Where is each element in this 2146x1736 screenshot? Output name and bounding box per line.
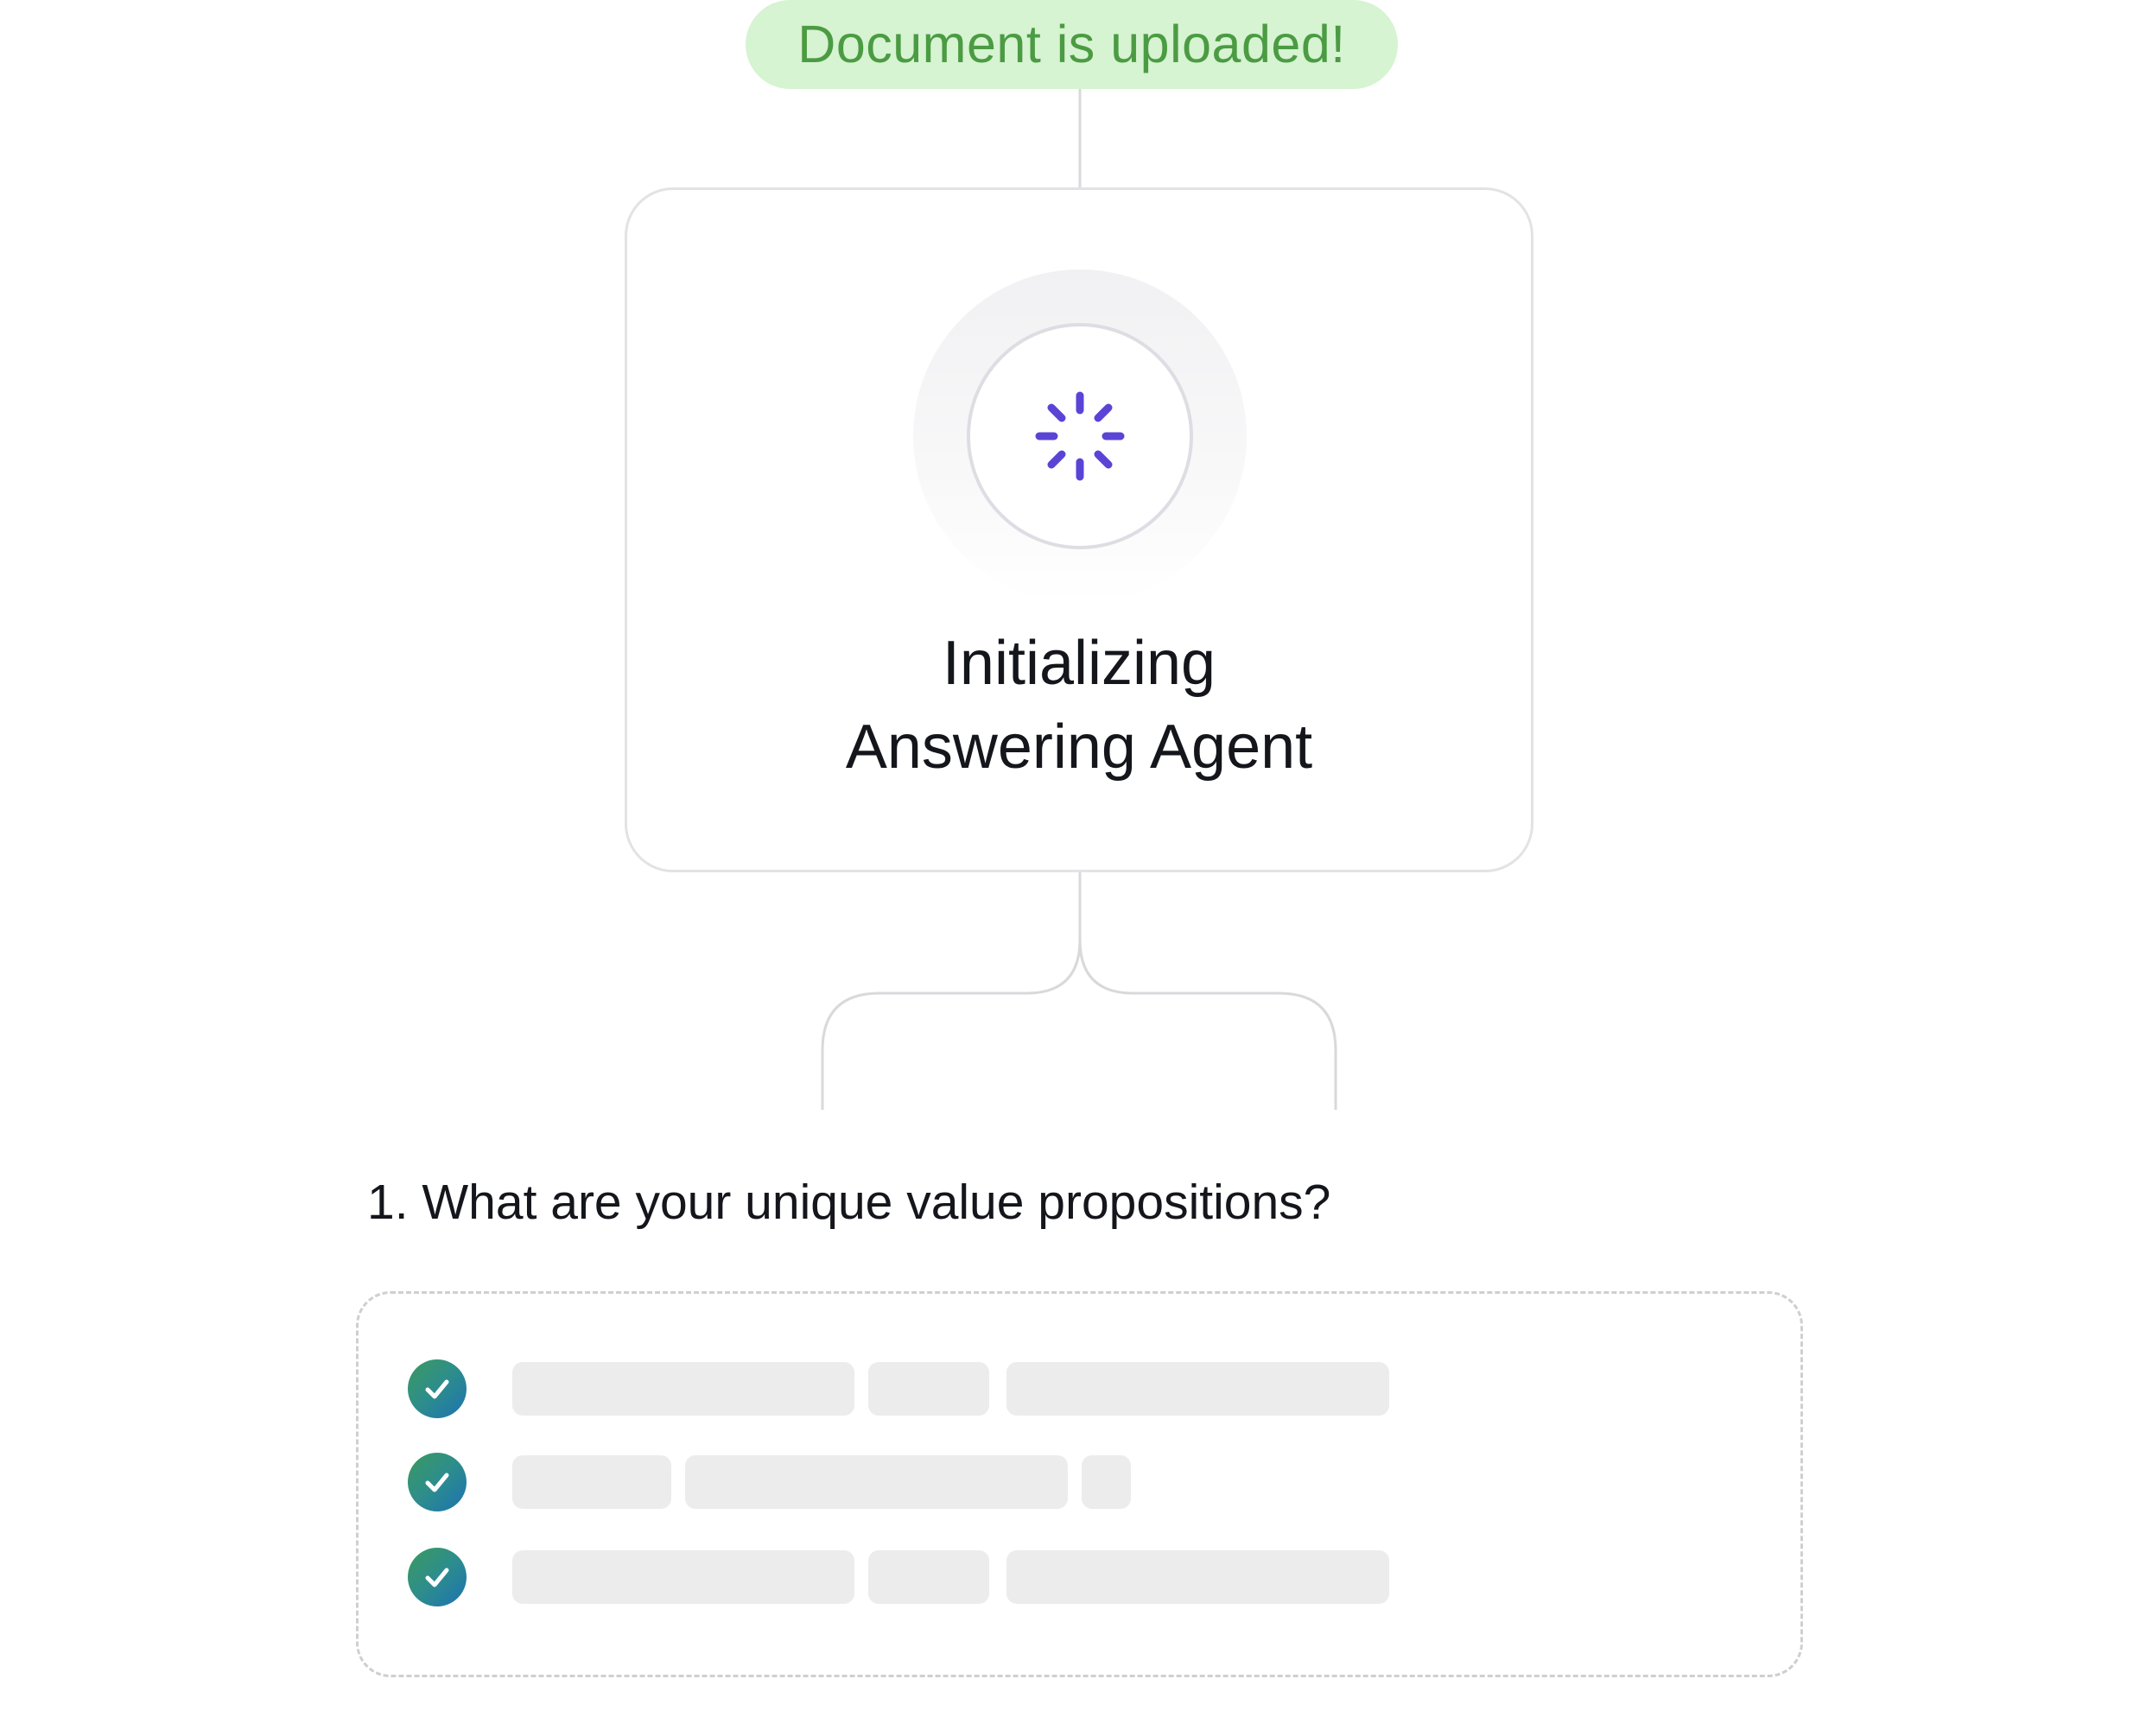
skeleton-line [512,1550,854,1604]
connector-branch-left [821,939,1082,1110]
skeleton-line [685,1455,1068,1509]
loading-spinner-icon [1035,391,1125,481]
answer-row-1 [359,1359,1800,1418]
answer-placeholder-box [356,1291,1803,1677]
connector-branch-right [1078,939,1337,1110]
agent-status-card: Initializing Answering Agent [625,187,1533,872]
skeleton-line [1006,1362,1389,1416]
agent-title-line-2: Answering Agent [845,713,1313,782]
check-circle-icon [408,1453,467,1511]
spinner-halo [913,269,1247,603]
skeleton-line [868,1362,989,1416]
check-circle-icon [408,1359,467,1418]
agent-title-line-1: Initializing [942,629,1216,698]
skeleton-line [512,1362,854,1416]
answer-row-3 [359,1548,1800,1606]
skeleton-line [868,1550,989,1604]
question-text: 1. What are your unique value propositio… [367,1175,1331,1230]
answer-row-2 [359,1453,1800,1511]
skeleton-line [1082,1455,1131,1509]
skeleton-line [512,1455,671,1509]
agent-title: Initializing Answering Agent [627,622,1531,789]
skeleton-line [1006,1550,1389,1604]
spinner-container [967,323,1193,549]
check-circle-icon [408,1548,467,1606]
upload-status-badge: Document is uploaded! [746,0,1398,89]
